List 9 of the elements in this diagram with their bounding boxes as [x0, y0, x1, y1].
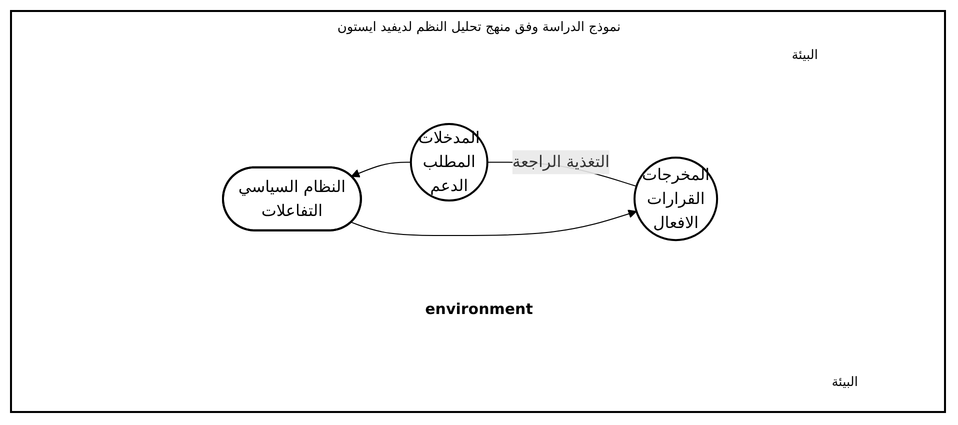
- edge-label: التغذية الراجعة: [512, 152, 610, 172]
- title: نموذج الدراسة وفق منهج تحليل النظم لديفيد ايستون: [336, 20, 622, 35]
- node-circle: المخرجات القرارات الافعال: [633, 157, 718, 242]
- arrow: [350, 210, 637, 236]
- environment-label: environment: [424, 300, 534, 318]
- environment-label: البيئة: [832, 375, 858, 390]
- environment-label: البيئة: [792, 48, 818, 63]
- node-circle: المدخلات المطلب الدعم: [410, 123, 488, 202]
- arrow: [351, 162, 412, 178]
